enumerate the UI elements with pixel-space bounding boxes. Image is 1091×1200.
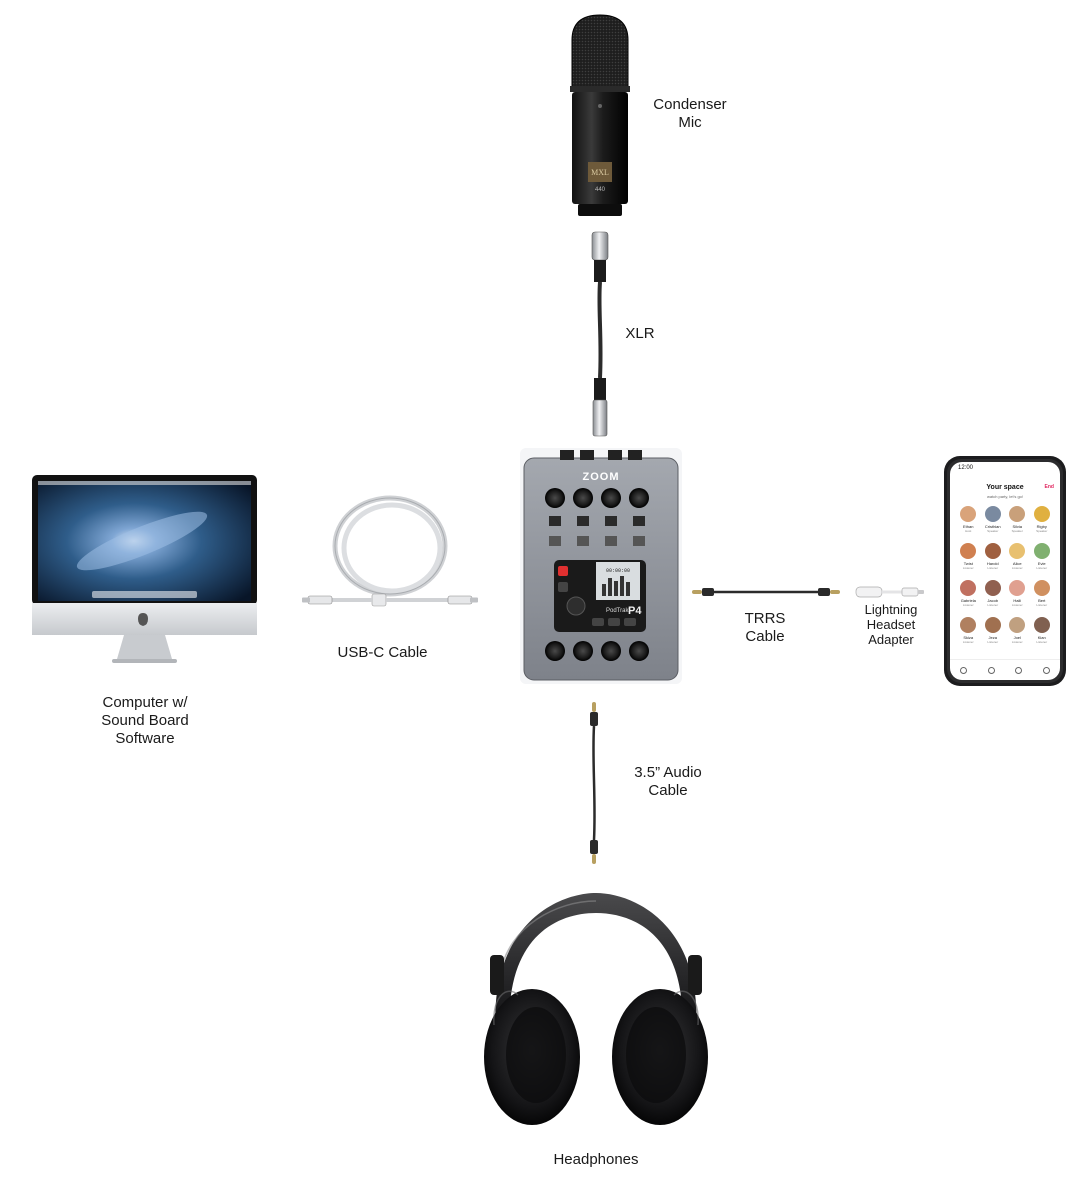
phone-person-name: Rigby	[1036, 524, 1047, 529]
phone-person-role: Host	[965, 529, 972, 533]
phone-person-role: Speaker	[1036, 529, 1048, 533]
phone-person-role: Listener	[987, 566, 999, 570]
phone-person-role: Listener	[987, 640, 999, 644]
avatar	[1033, 543, 1050, 559]
recorder-brand-text: ZOOM	[583, 471, 620, 483]
xlr-cable-image	[591, 231, 609, 437]
trrs-cable-image	[692, 588, 840, 596]
headphones-label: Headphones	[553, 1151, 639, 1168]
recorder-model-text: P4	[628, 605, 642, 617]
phone-person-name: Harold	[986, 561, 999, 566]
avatar	[960, 506, 977, 522]
lightning-adapter-image	[855, 586, 924, 598]
phone-person-name: Silvia	[1012, 524, 1023, 529]
recorder-screen-text: 00:00:00	[606, 568, 630, 574]
zoom-p4-recorder-image: ZOOM 00:00:00 PodTrak P4	[520, 448, 682, 684]
phone-bar-icon[interactable]	[1015, 666, 1023, 674]
avatar	[984, 580, 1001, 596]
phone-person-role: Listener	[1036, 640, 1048, 644]
avatar	[960, 617, 977, 633]
phone-bar-icon[interactable]	[987, 666, 995, 674]
avatar	[1009, 617, 1026, 633]
avatar	[984, 506, 1001, 522]
mic-brand-text: MXL	[591, 168, 609, 177]
usbc-cable-label: USB-C Cable	[337, 644, 428, 661]
phone-person-role: Listener	[987, 603, 999, 607]
phone-person-name: Joel	[1013, 635, 1021, 640]
phone-person-name: Jacob	[987, 598, 999, 603]
phone-person-role: Speaker	[987, 529, 999, 533]
phone-person-name: Evie	[1037, 561, 1046, 566]
avatar	[984, 617, 1001, 633]
headphones-image	[484, 893, 708, 1125]
phone-person-role: Listener	[962, 566, 974, 570]
avatar	[1033, 580, 1050, 596]
mic-model-text: 440	[595, 187, 606, 193]
phone-person-role: Speaker	[1011, 529, 1023, 533]
avatar	[1033, 506, 1050, 522]
phone-end-button[interactable]: End	[1044, 484, 1054, 490]
avatar	[1009, 543, 1026, 559]
phone-space-title: Your space	[986, 484, 1024, 491]
phone-bottom-bar	[950, 659, 1060, 680]
phone-person-role: Listener	[1011, 640, 1023, 644]
phone-person-role: Listener	[962, 640, 974, 644]
phone-bar-icon[interactable]	[1042, 666, 1050, 674]
audio-cable-image	[590, 702, 598, 864]
phone-person-name: Cristhian	[984, 524, 1001, 529]
phone-bar-icon[interactable]	[960, 666, 968, 674]
avatar	[1009, 580, 1026, 596]
avatar	[960, 543, 977, 559]
phone-subtitle: watch party, let's go!	[986, 494, 1024, 499]
phone-person-name: Skiza	[963, 635, 974, 640]
avatar	[1009, 506, 1026, 522]
phone-person-role: Listener	[962, 603, 974, 607]
phone-person-name: Haili	[1013, 598, 1022, 603]
avatar	[984, 543, 1001, 559]
avatar	[960, 580, 977, 596]
usbc-cable-image	[302, 495, 478, 607]
phone-person-role: Listener	[1011, 603, 1023, 607]
computer-imac-image	[32, 475, 257, 663]
condenser-mic-image: MXL 440	[570, 14, 630, 216]
phone-person-role: Listener	[1036, 566, 1048, 570]
phone-person-name: Twist	[963, 561, 973, 566]
phone-person-name: Ethan	[963, 524, 974, 529]
xlr-cable-label: XLR	[625, 325, 655, 342]
avatar	[1033, 617, 1050, 633]
phone-person-role: Listener	[1036, 603, 1048, 607]
recorder-series-text: PodTrak	[606, 608, 629, 614]
phone-person-name: Kian	[1037, 635, 1046, 640]
phone-person-name: Bert	[1038, 598, 1046, 603]
phone-time: 12:00	[958, 465, 974, 471]
phone-screen: 12:00 Your space End watch party, let's …	[950, 462, 1060, 680]
phone-person-name: Alice	[1012, 561, 1022, 566]
phone-person-name: Jeza	[988, 635, 997, 640]
phone-person-name: Gabriela	[960, 598, 976, 603]
phone-person-role: Listener	[1011, 566, 1023, 570]
